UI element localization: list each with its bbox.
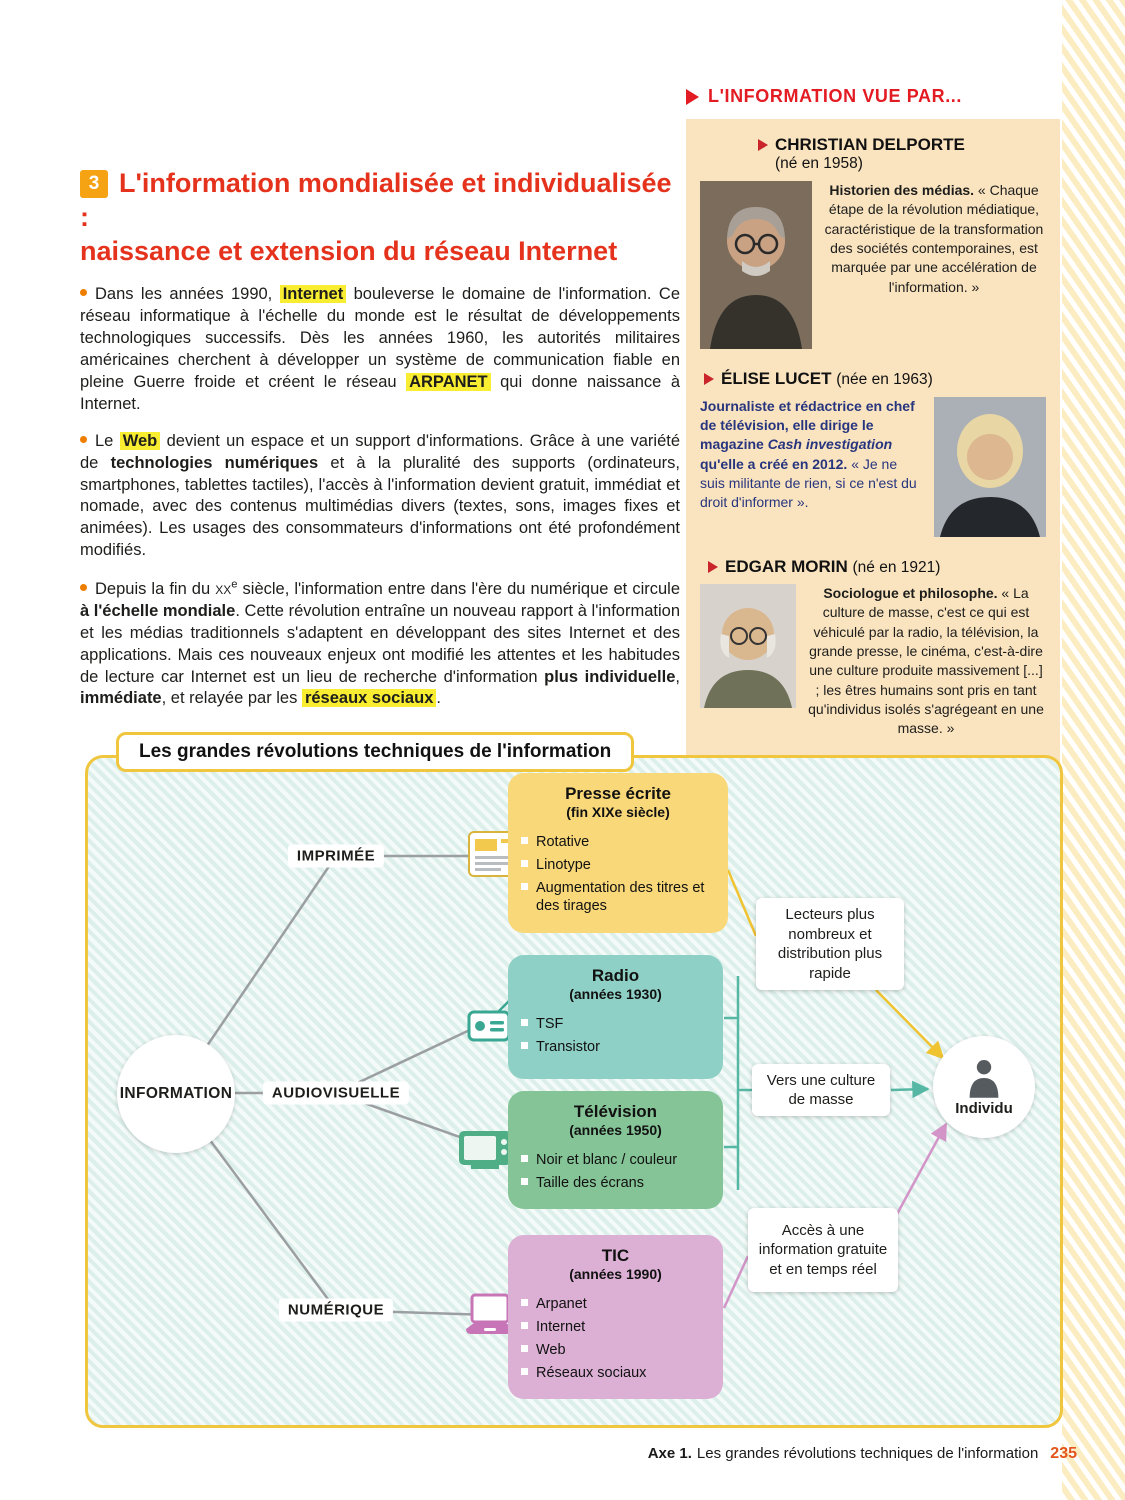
profile-birth: (né en 1958): [775, 155, 863, 173]
bullet-icon: [80, 583, 87, 591]
list-item: Internet: [521, 1318, 710, 1336]
person-icon: [969, 1059, 999, 1098]
footer-axis-label: Axe 1.: [647, 1445, 692, 1462]
portrait-edgar-morin: [700, 584, 796, 709]
profile-birth: (née en 1963): [836, 370, 933, 388]
list-item: Transistor: [521, 1038, 710, 1056]
diagram-title: Les grandes révolutions techniques de l'…: [116, 732, 635, 772]
profile-christian-delporte: CHRISTIAN DELPORTE(né en 1958) Historien…: [700, 135, 1046, 349]
paragraph-1: Dans les années 1990, Internet boulevers…: [80, 284, 680, 416]
footer-title: Les grandes révolutions techniques de l'…: [696, 1445, 1039, 1462]
bullet-square-icon: [521, 1367, 528, 1375]
arrow-right-icon: [704, 372, 714, 385]
box-period: (années 1930): [569, 985, 662, 1002]
list-item: Augmentation des titres et des tirages: [521, 879, 715, 915]
callout-acces-information: Accès à une information gratuite et en t…: [748, 1208, 898, 1292]
profile-birth: (né en 1921): [852, 558, 941, 576]
profile-header: CHRISTIAN DELPORTE(né en 1958): [758, 135, 1046, 174]
diagram-revolutions-techniques: Les grandes révolutions techniques de l'…: [85, 732, 1063, 1428]
bullet-square-icon: [521, 1041, 528, 1049]
list-item: Réseaux sociaux: [521, 1364, 710, 1382]
list-item: Rotative: [521, 833, 715, 851]
page-number: 235: [1050, 1445, 1077, 1462]
profile-elise-lucet: ÉLISE LUCET (née en 1963) Journaliste et…: [700, 369, 1046, 537]
profile-name: ÉLISE LUCET: [721, 368, 832, 388]
paragraph-2: Le Web devient un espace et un support d…: [80, 431, 680, 563]
newspaper-icon: [468, 831, 520, 877]
sidebar-information-vue-par: L'INFORMATION VUE PAR... CHRISTIAN DELPO…: [686, 86, 1060, 777]
portrait-christian-delporte: [700, 180, 812, 349]
section-number-badge: 3: [80, 170, 108, 198]
bullet-square-icon: [521, 836, 528, 844]
bullet-square-icon: [521, 1018, 528, 1026]
paragraph-3-text: Depuis la fin du xxe siècle, l'informati…: [80, 578, 680, 708]
profile-header: ÉLISE LUCET (née en 1963): [704, 369, 1046, 390]
laptop-icon: [466, 1293, 514, 1334]
bullet-square-icon: [521, 1154, 528, 1162]
bullet-square-icon: [521, 859, 528, 867]
bullet-icon: [80, 289, 87, 296]
bullet-icon: [80, 435, 87, 443]
paragraph-3: Depuis la fin du xxe siècle, l'informati…: [80, 577, 680, 710]
profile-quote: Journaliste et rédactrice en chef de tél…: [700, 397, 917, 511]
box-title: Presse écrite: [565, 784, 671, 803]
box-title: Radio: [591, 966, 640, 985]
bullet-square-icon: [521, 1344, 528, 1352]
box-radio: Radio (années 1930) TSF Transistor: [508, 955, 723, 1079]
callout-lecteurs: Lecteurs plus nombreux et distribution p…: [756, 898, 904, 990]
box-presse-ecrite: Presse écrite (fin XIXe siècle) Rotative…: [508, 773, 728, 933]
box-title: Télévision: [573, 1102, 658, 1121]
profile-edgar-morin: EDGAR MORIN (né en 1921) Sociologue et p…: [700, 557, 1046, 739]
list-item: TSF: [521, 1015, 710, 1033]
page-footer: Axe 1.Les grandes révolutions techniques…: [0, 1445, 1077, 1463]
bullet-square-icon: [521, 1298, 528, 1306]
tv-icon: [459, 1131, 511, 1169]
box-period: (années 1990): [569, 1265, 662, 1282]
bullet-square-icon: [521, 1321, 528, 1329]
branch-numerique: NUMÉRIQUE: [278, 1298, 394, 1322]
section-title-line2: naissance et extension du réseau Interne…: [80, 236, 618, 266]
sidebar-heading-label: L'INFORMATION VUE PAR...: [708, 86, 963, 106]
callout-culture-de-masse: Vers une culture de masse: [752, 1064, 890, 1116]
branch-imprimee: IMPRIMÉE: [287, 844, 385, 868]
paragraph-2-text: Le Web devient un espace et un support d…: [80, 431, 681, 560]
box-television: Télévision (années 1950) Noir et blanc /…: [508, 1091, 723, 1209]
box-period: (années 1950): [569, 1121, 662, 1138]
box-title: TIC: [601, 1246, 630, 1265]
list-item: Taille des écrans: [521, 1174, 710, 1192]
arrow-right-icon: [686, 88, 699, 105]
bullet-square-icon: [521, 882, 528, 890]
profile-quote: Historien des médias. « Chaque étape de …: [824, 181, 1044, 295]
list-item: Linotype: [521, 856, 715, 874]
profile-name: CHRISTIAN DELPORTE: [775, 135, 965, 154]
sidebar-heading: L'INFORMATION VUE PAR...: [686, 86, 1060, 107]
section-title-line1: L'information mondialisée et individuali…: [80, 168, 672, 232]
arrow-right-icon: [708, 560, 718, 573]
profile-quote: Sociologue et philosophe. « La culture d…: [808, 585, 1044, 737]
paragraph-1-text: Dans les années 1990, Internet boulevers…: [80, 285, 681, 413]
portrait-elise-lucet: [934, 396, 1046, 537]
list-item: Arpanet: [521, 1295, 710, 1313]
list-item: Web: [521, 1341, 710, 1359]
profile-header: EDGAR MORIN (né en 1921): [708, 557, 1046, 578]
node-individu: Individu: [933, 1036, 1035, 1138]
node-information: INFORMATION: [117, 1035, 235, 1153]
sidebar-panel: CHRISTIAN DELPORTE(né en 1958) Historien…: [686, 119, 1060, 777]
branch-audiovisuelle: AUDIOVISUELLE: [262, 1081, 410, 1105]
bullet-square-icon: [521, 1177, 528, 1185]
node-individu-label: Individu: [955, 1099, 1013, 1117]
decor-stripes-right: [1062, 0, 1125, 1500]
box-period: (fin XIXe siècle): [566, 803, 670, 820]
profile-name: EDGAR MORIN: [725, 556, 848, 576]
list-item: Noir et blanc / couleur: [521, 1151, 710, 1169]
box-tic: TIC (années 1990) Arpanet Internet Web R…: [508, 1235, 723, 1400]
arrow-right-icon: [758, 139, 768, 151]
